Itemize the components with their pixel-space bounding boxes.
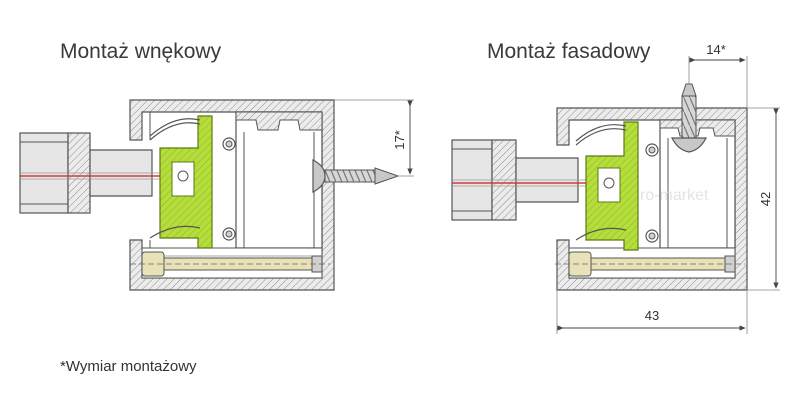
dimension-right-top: 14* — [688, 42, 748, 108]
title-facade-mounting: Montaż fasadowy — [487, 40, 651, 63]
dimension-label-14: 14* — [706, 42, 726, 57]
niche-mounting-drawing: 17* — [19, 99, 414, 291]
bolt-right — [555, 251, 745, 277]
lamella-profile-right — [451, 139, 590, 221]
facade-mounting-drawing: 14* 42 43 ro-market — [451, 42, 780, 334]
wood-screw-left — [312, 159, 400, 193]
wood-screw-right — [671, 83, 707, 153]
title-niche-mounting: Montaż wnękowy — [60, 40, 222, 63]
watermark-text: ro-market — [640, 187, 709, 204]
gasket-right — [575, 121, 639, 251]
dimension-right-vertical: 42 — [747, 107, 780, 291]
dimension-left-vertical: 17* — [334, 99, 414, 177]
dimension-right-bottom: 43 — [556, 290, 748, 334]
bolt-left — [130, 251, 330, 277]
dimension-label-42: 42 — [758, 192, 773, 206]
gasket-left — [149, 115, 213, 249]
dimension-label-17: 17* — [392, 130, 407, 150]
dimension-label-43: 43 — [645, 308, 659, 323]
footnote-mounting-dimension: *Wymiar montażowy — [60, 358, 197, 375]
lamella-profile-left — [19, 132, 165, 214]
